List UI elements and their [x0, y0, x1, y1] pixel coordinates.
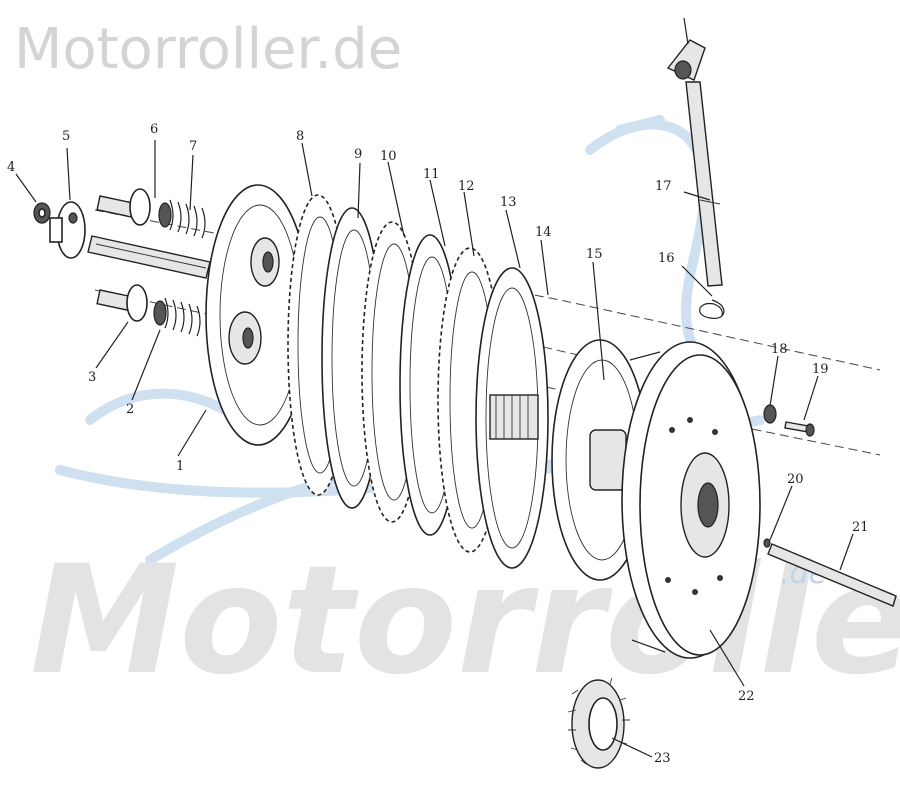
callout-9: 9	[354, 147, 362, 162]
part-14-clutch-hub	[475, 267, 549, 569]
callout-labels: 1 2 3 4 5 6 7 8 9 10 11 12 13 14 15 16 1…	[7, 122, 869, 766]
part-2-3-springs-lower	[96, 284, 201, 337]
callout-6: 6	[150, 122, 158, 137]
callout-14: 14	[535, 225, 552, 240]
callout-5: 5	[62, 129, 70, 144]
part-22-clutch-housing	[621, 341, 761, 659]
callout-20: 20	[787, 472, 804, 487]
clutch-disc-stack	[287, 194, 503, 553]
leader-lines	[15, 17, 854, 758]
callout-1: 1	[176, 459, 184, 474]
callout-8: 8	[296, 129, 304, 144]
callout-16: 16	[658, 251, 675, 266]
callout-18: 18	[771, 342, 788, 357]
part-17-kick-shaft	[666, 39, 723, 287]
callout-10: 10	[380, 149, 397, 164]
part-18-washer	[763, 404, 777, 424]
part-19-bolt	[784, 421, 815, 437]
watermark-big-text: Motorroller	[30, 534, 900, 708]
part-21-rod	[767, 543, 897, 607]
callout-2: 2	[126, 402, 134, 417]
part-shaft-rod	[87, 235, 211, 279]
watermark-top-text: Motorroller.de	[14, 17, 402, 82]
part-4-nut	[33, 202, 51, 224]
callout-3: 3	[88, 370, 96, 385]
callout-11: 11	[423, 167, 440, 182]
part-16-spring	[699, 299, 725, 319]
part-20-pin	[763, 538, 771, 548]
callout-17: 17	[655, 179, 672, 194]
callout-12: 12	[458, 179, 475, 194]
callout-23: 23	[654, 751, 671, 766]
part-6-7-springs-upper	[96, 188, 206, 239]
callout-21: 21	[852, 520, 869, 535]
callout-4: 4	[7, 160, 15, 175]
callout-13: 13	[500, 195, 517, 210]
callout-15: 15	[586, 247, 603, 262]
part-23-gear	[567, 677, 630, 769]
part-5-plate	[49, 201, 86, 259]
callout-19: 19	[812, 362, 829, 377]
callout-7: 7	[189, 139, 197, 154]
callout-22: 22	[738, 689, 755, 704]
